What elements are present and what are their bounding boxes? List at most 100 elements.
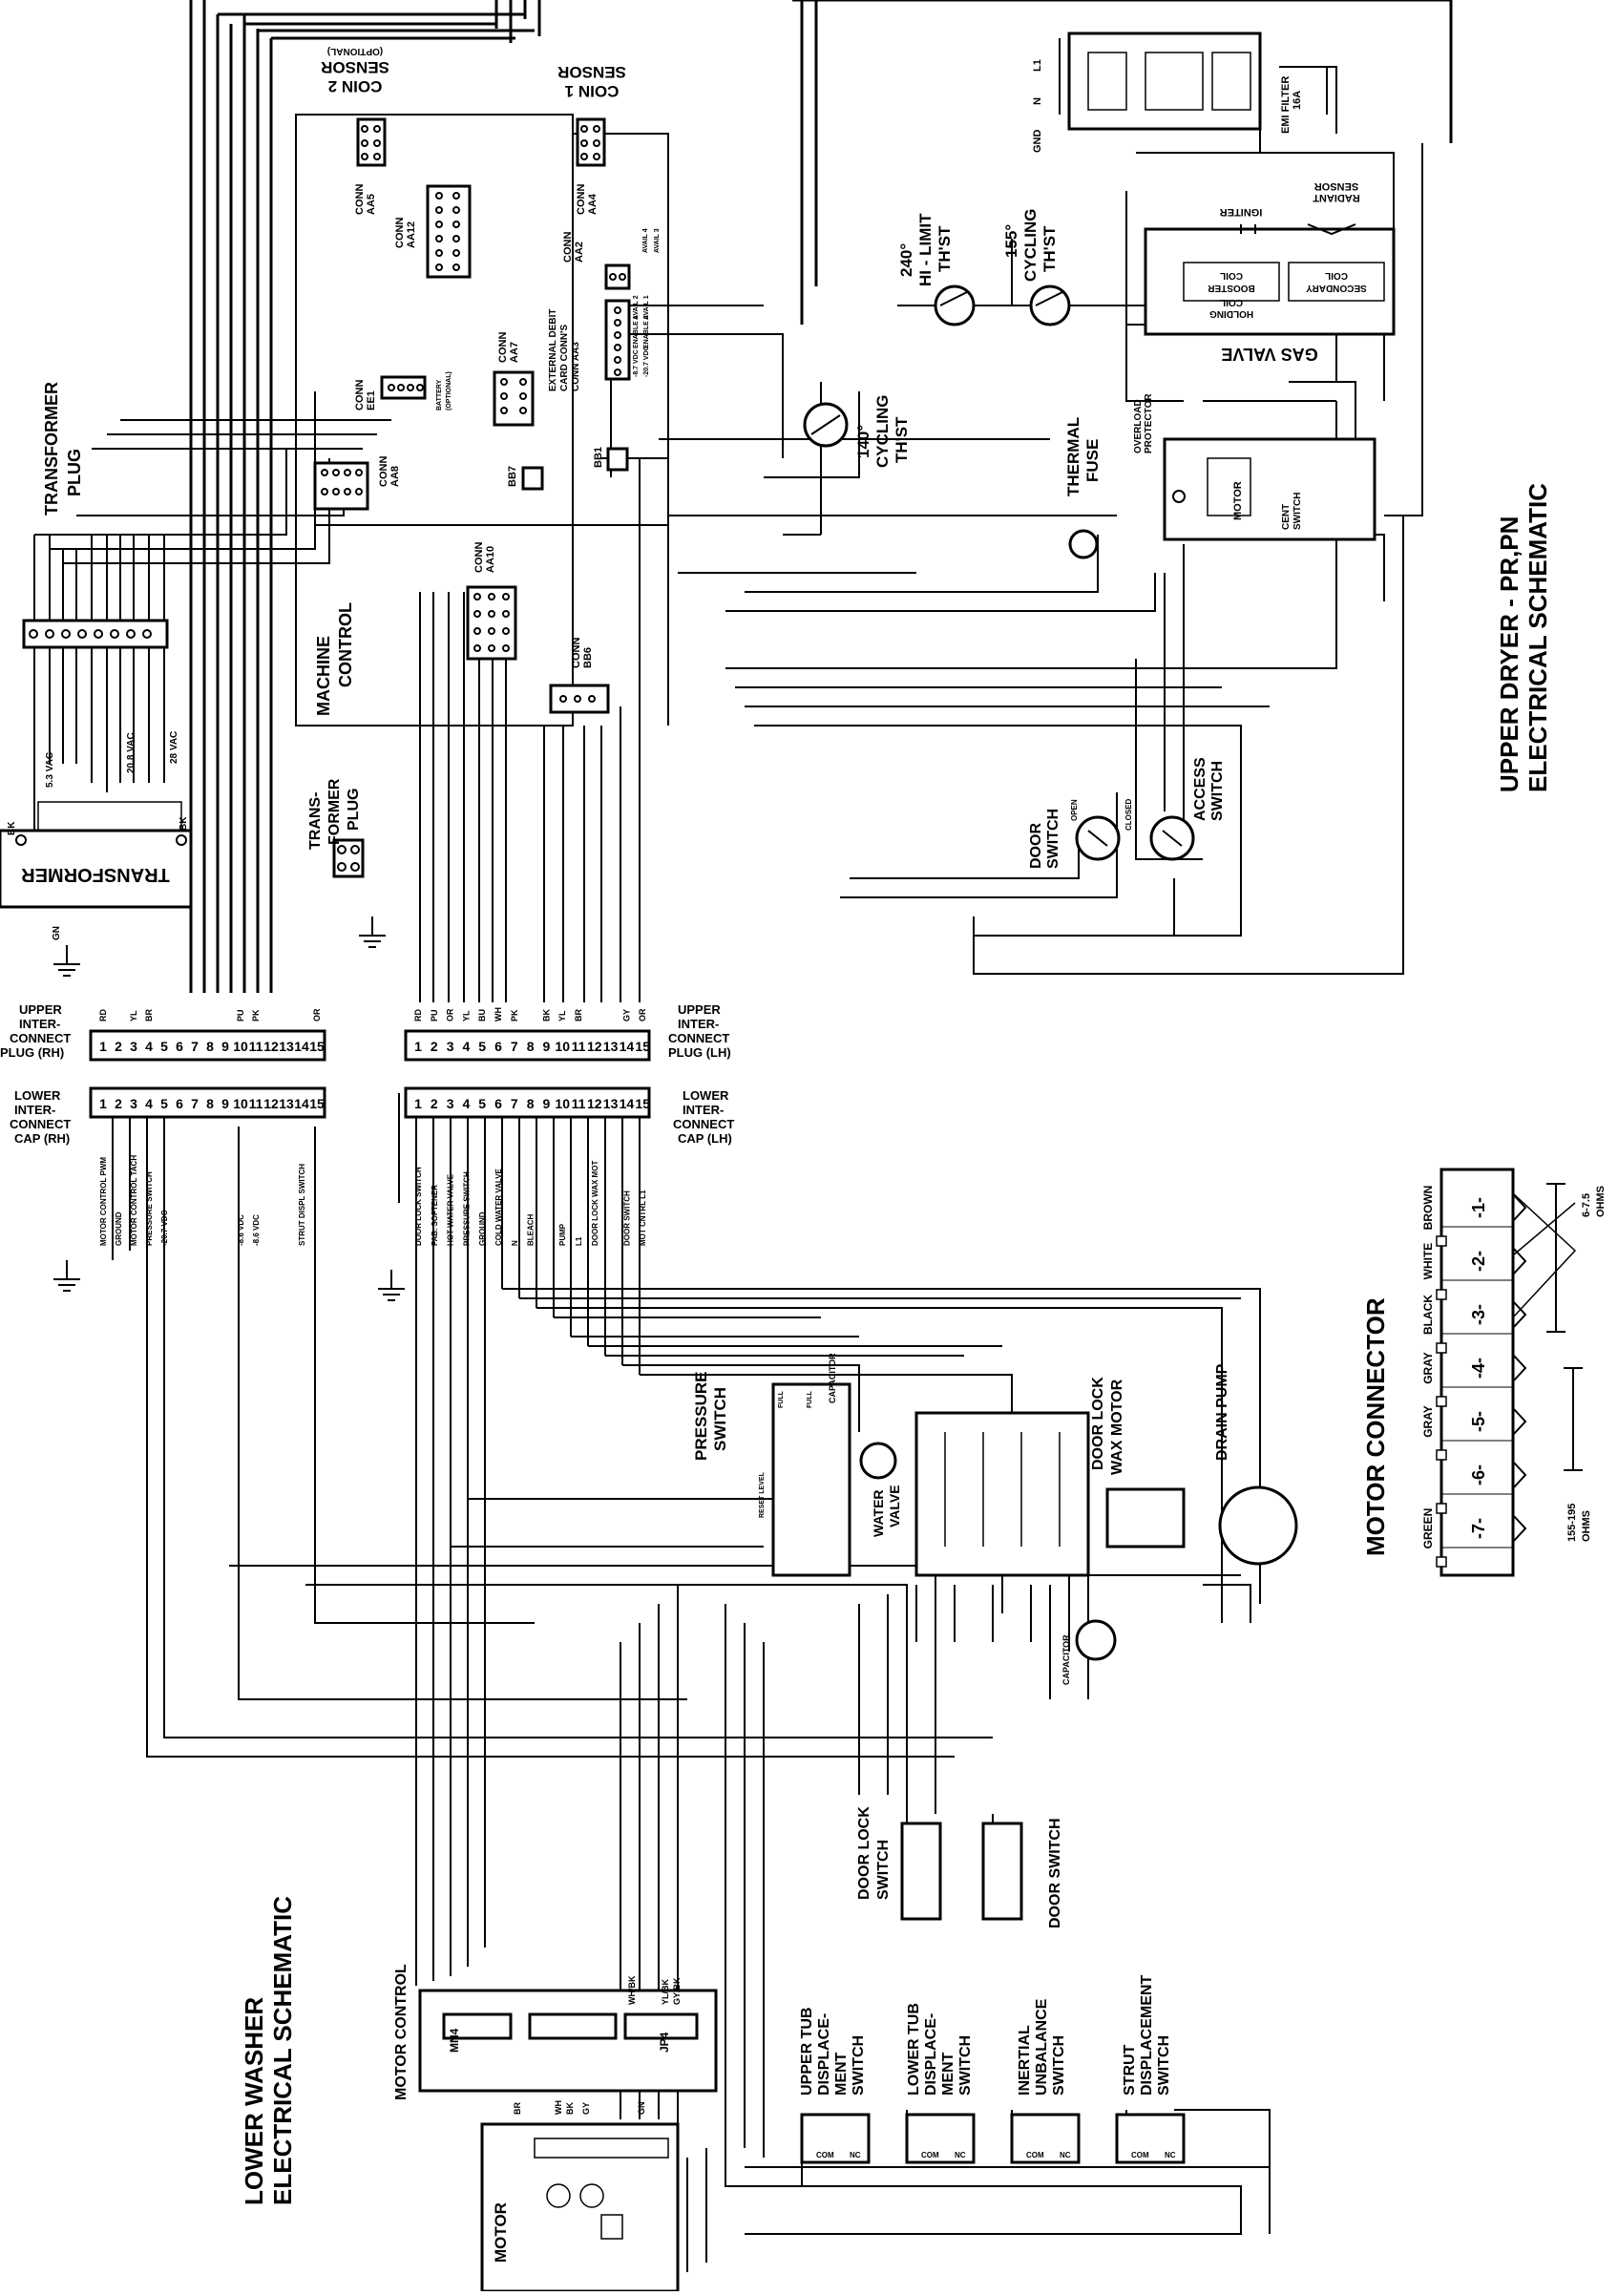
- thermal-fuse-label-1: THERMAL: [1064, 417, 1082, 496]
- motor-connector-title: MOTOR CONNECTOR: [1361, 1297, 1390, 1556]
- bb7-bb1: BB7 BB1: [507, 447, 629, 491]
- wire-color-label: YL: [557, 1010, 567, 1022]
- coin2-label-1: COIN 2: [328, 77, 383, 95]
- lower-lh-4: CAP (LH): [678, 1131, 732, 1146]
- aa4-label-1: CONN: [576, 184, 587, 215]
- aa2-label-2: AA2: [574, 242, 585, 263]
- machine-control: MACHINE CONTROL: [314, 602, 355, 716]
- pin-number: 13: [603, 1096, 619, 1111]
- emi-filter: EMI FILTER 16A L1 N GND: [1032, 32, 1303, 153]
- motor-pin-terminal: [1512, 1300, 1527, 1329]
- pin-number: 1: [99, 1039, 107, 1054]
- thermal-fuse-label-2: FUSE: [1083, 439, 1102, 482]
- motor-pin-number: -4-: [1469, 1358, 1488, 1379]
- transformer-voltages: 5.3 VAC 20.8 VAC 28 VAC: [45, 731, 179, 788]
- wire-color-label: BR: [144, 1009, 154, 1022]
- pin-number: 15: [309, 1039, 325, 1054]
- signal-label: BLEACH: [527, 1213, 536, 1246]
- inertial-1: INERTIAL: [1017, 2025, 1033, 2096]
- pin-number: 4: [463, 1096, 471, 1111]
- pin-number: 9: [221, 1039, 229, 1054]
- overload-1: OVERLOAD: [1133, 399, 1144, 453]
- connector-aa8: CONN AA8: [313, 456, 401, 511]
- nc-1: NC: [850, 2151, 861, 2159]
- ee1-label-2: EE1: [366, 390, 377, 411]
- cyc140-label-2: CYCLING: [873, 395, 892, 469]
- pin-number: 1: [414, 1096, 422, 1111]
- bb7-label: BB7: [507, 466, 518, 487]
- door-open-label: OPEN: [1070, 799, 1079, 821]
- radiant-1: RADIANT: [1313, 192, 1360, 203]
- aa5-label-2: AA5: [366, 194, 377, 215]
- connector-aa10: CONN AA10: [466, 542, 517, 661]
- wire-gn: GN: [637, 2102, 646, 2116]
- pin-number: 2: [115, 1096, 122, 1111]
- signal-label: MOT CNTRL L1: [639, 1190, 647, 1246]
- door-lock-wax-2: WAX MOTOR: [1109, 1379, 1125, 1475]
- upper-lh-3: CONNECT: [668, 1031, 729, 1045]
- access-switch-2: SWITCH: [1209, 761, 1226, 821]
- signal-label: COLD WATER VALVE: [494, 1168, 503, 1246]
- aa10-label-2: AA10: [485, 546, 496, 573]
- washer-wire-labels: WH/BK YL/BK GY/BK BR WH BK GY GN: [513, 1975, 682, 2115]
- pin-number: 10: [555, 1039, 570, 1054]
- pin-number: 3: [130, 1096, 137, 1111]
- lower-rh-4: CAP (RH): [14, 1131, 70, 1146]
- pin-number: 5: [160, 1096, 168, 1111]
- motor-pin-terminal: [1512, 1193, 1527, 1222]
- pin-number: 12: [263, 1039, 279, 1054]
- coin2-label-3: (OPTIONAL): [327, 46, 383, 56]
- hi-limit-thermostat: 240° HI - LIMIT TH'ST: [897, 213, 976, 326]
- signal-label: PRESSURE SWITCH: [462, 1171, 471, 1246]
- lower-tub-3: MENT: [940, 2052, 956, 2096]
- cyc155-label-2: CYCLING: [1021, 209, 1040, 283]
- com-4: COM: [1131, 2151, 1149, 2159]
- connector-ee1: CONN EE1 BATTERY (OPTIONAL): [354, 371, 452, 411]
- pin-number: 11: [572, 1096, 586, 1111]
- wire-ylbk: YL/BK: [661, 1978, 670, 2005]
- pressure-switch: PRESSURE SWITCH RESET LEVEL FULL FULL CA…: [692, 1353, 851, 1577]
- pin-number: 5: [160, 1039, 168, 1054]
- signal-label: -20.7 VDC: [160, 1210, 169, 1246]
- wire-color-label: BR: [574, 1009, 583, 1022]
- pin-number: 10: [233, 1096, 248, 1111]
- pressure-switch-2: SWITCH: [711, 1387, 729, 1451]
- svg-text:BK: BK: [7, 821, 17, 835]
- pin-number: 6: [176, 1096, 183, 1111]
- signal-label: PRESSURE SWITCH: [145, 1171, 154, 1246]
- thermal-fuse: THERMAL FUSE: [1064, 417, 1102, 559]
- aa2-pin-2: AVAIL 3: [654, 228, 661, 253]
- trans-plug-label-1: TRANS-: [307, 792, 324, 850]
- door-lock-switch-2: SWITCH: [875, 1840, 892, 1900]
- coin2-label-2: SENSOR: [321, 58, 389, 76]
- gas-valve-label: GAS VALVE: [1221, 345, 1317, 364]
- capacitor-label-1: CAPACITOR: [828, 1353, 837, 1403]
- pin-number: 9: [543, 1096, 551, 1111]
- transformer-plug-label-1: TRANSFORMER: [42, 382, 61, 516]
- transformer-plug-label-2: PLUG: [65, 449, 84, 496]
- booster-coil-2: COIL: [1220, 270, 1243, 281]
- pin-number: 15: [309, 1096, 325, 1111]
- pin-number: 10: [555, 1096, 570, 1111]
- upper-title: UPPER DRYER - PR,PN ELECTRICAL SCHEMATIC: [1495, 483, 1552, 792]
- ohms-b-1: 155-195: [1566, 1504, 1578, 1542]
- pin-number: 6: [176, 1039, 183, 1054]
- aa3-pin-5: -8.7 VDC: [633, 349, 640, 377]
- full-2: FULL: [807, 1390, 813, 1408]
- igniter-label: IGNITER: [1220, 206, 1263, 218]
- connector-aa2: CONN AA2 AVAIL 4 AVAIL 3: [562, 228, 661, 290]
- washer-motor: MOTOR: [480, 2122, 680, 2293]
- pin-number: 4: [145, 1096, 153, 1111]
- cycling-155-thermostat: 155° CYCLING TH'ST: [1002, 209, 1071, 326]
- ohms-a-2: OHMS: [1595, 1186, 1607, 1217]
- motor-pin-color: WHITE: [1421, 1243, 1435, 1280]
- lower-tub-4: SWITCH: [957, 2035, 974, 2096]
- wire-color-label: BU: [477, 1009, 487, 1022]
- cyc140-label-3: TH'ST: [893, 416, 911, 463]
